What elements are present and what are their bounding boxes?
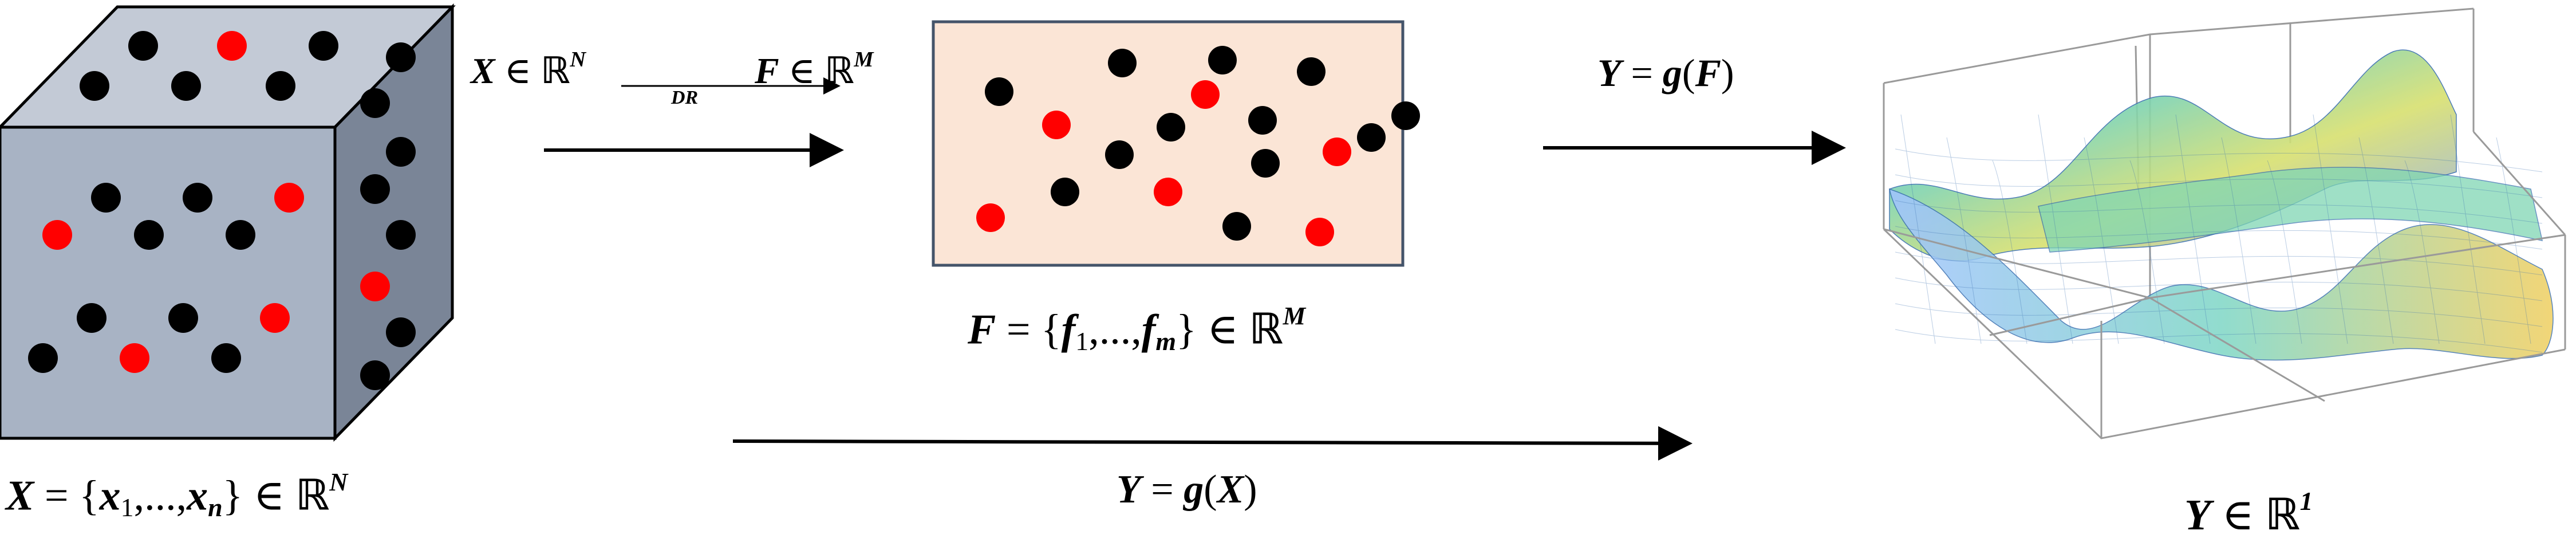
- black-dot: [1297, 57, 1326, 86]
- black-dot: [1157, 113, 1185, 142]
- black-dot: [386, 317, 416, 347]
- surface-ridge: [2038, 167, 2543, 253]
- mesh-line: [2129, 160, 2165, 344]
- mesh-line: [1895, 329, 2543, 353]
- black-dot: [1105, 140, 1134, 169]
- black-dot: [28, 343, 58, 373]
- cube-front-face: [0, 125, 337, 440]
- black-dot: [360, 360, 390, 390]
- red-dot: [1323, 138, 1351, 166]
- black-dot: [386, 137, 416, 167]
- x-set-label: X = {x1,...,xn} ∈ ℝN: [6, 467, 348, 522]
- black-dot: [1108, 49, 1137, 77]
- red-dot: [274, 183, 304, 213]
- black-dot: [1248, 106, 1277, 135]
- red-dot: [1191, 80, 1220, 109]
- mesh-line: [1895, 252, 2543, 276]
- black-dot: [266, 71, 295, 101]
- red-dot: [976, 203, 1005, 232]
- f-set-label: F = {f1,...,fm} ∈ ℝM: [968, 301, 1306, 356]
- mesh-line: [1895, 174, 2543, 198]
- mesh-line: [2267, 160, 2302, 344]
- black-dot: [386, 220, 416, 250]
- data-cube-icon: [0, 3, 456, 442]
- mesh-line: [2358, 137, 2394, 344]
- feature-space-box: [932, 20, 1420, 267]
- black-dot: [1357, 123, 1386, 152]
- red-dot: [1305, 218, 1334, 246]
- black-dot: [1222, 212, 1251, 241]
- black-dot: [211, 343, 241, 373]
- black-dot: [226, 220, 255, 250]
- black-dot: [134, 220, 164, 250]
- mesh-line: [1895, 226, 2543, 250]
- black-dot: [1391, 101, 1420, 130]
- red-dot: [1154, 178, 1182, 206]
- mesh-line: [1895, 303, 2543, 327]
- mesh-line: [2450, 114, 2486, 344]
- black-dot: [77, 303, 106, 333]
- black-dot: [91, 183, 121, 213]
- y-output-label: Y ∈ ℝ1: [2184, 486, 2313, 540]
- black-dot: [1051, 178, 1079, 206]
- surface-front-wave: [1889, 188, 2554, 361]
- black-dot: [386, 42, 416, 72]
- mesh-line: [2496, 137, 2531, 344]
- black-dot: [171, 71, 201, 101]
- mesh-line: [2038, 114, 2073, 344]
- mesh-line: [1900, 114, 1936, 344]
- black-dot: [128, 31, 158, 61]
- red-dot: [217, 31, 247, 61]
- mesh-line: [2175, 114, 2211, 344]
- y-gf-label: Y = g(F): [1597, 51, 1734, 95]
- black-dot: [183, 183, 212, 213]
- mesh-line: [1895, 148, 2543, 172]
- mapping-label-right: F ∈ ℝM: [755, 48, 874, 92]
- black-dot: [309, 31, 338, 61]
- black-dot: [168, 303, 198, 333]
- red-dot: [42, 220, 72, 250]
- plot-box-front: [1883, 131, 2566, 439]
- surface-plot-icon: [1883, 7, 2566, 439]
- red-dot: [1042, 111, 1071, 139]
- mesh-line: [1895, 277, 2543, 301]
- mesh-line: [2221, 137, 2257, 344]
- black-dot: [360, 174, 390, 204]
- mesh-line: [1895, 200, 2543, 224]
- red-dot: [360, 272, 390, 301]
- dr-arrow-label: DR: [671, 87, 699, 108]
- y-gx-label: Y = g(X): [1117, 467, 1257, 512]
- mesh-line: [2084, 137, 2119, 344]
- red-dot: [260, 303, 290, 333]
- arrow-x-to-y: [732, 426, 1693, 461]
- black-dot: [360, 88, 390, 118]
- black-dot: [1208, 46, 1237, 74]
- cube-dots: [28, 31, 416, 390]
- black-dot: [80, 71, 109, 101]
- black-dot: [985, 77, 1013, 106]
- black-dot: [1251, 149, 1280, 178]
- surface-mesh: [1895, 114, 2543, 353]
- mesh-line: [1946, 137, 1982, 344]
- mesh-line: [2404, 160, 2440, 344]
- mesh-line: [1992, 160, 2027, 344]
- red-dot: [120, 343, 149, 373]
- mesh-line: [2313, 114, 2348, 344]
- rect-dots: [976, 46, 1420, 246]
- mapping-label-left: X ∈ ℝN: [471, 48, 586, 92]
